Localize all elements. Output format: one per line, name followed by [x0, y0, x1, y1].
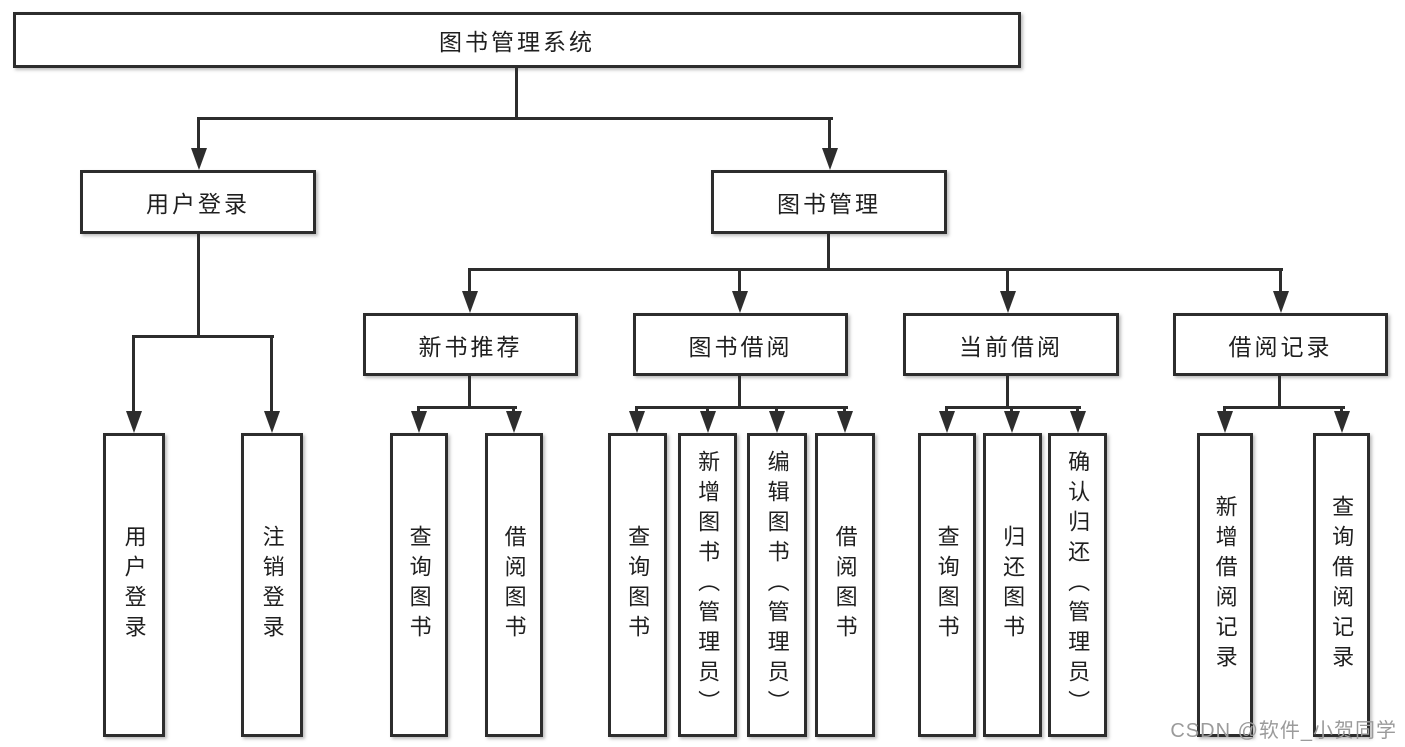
- node-add-book-admin-label: 新增图书（管理员）: [695, 450, 721, 720]
- arrowhead-down: [732, 291, 748, 313]
- node-add-borrow-record-label: 新增借阅记录: [1212, 495, 1238, 675]
- connector-stub-borrow-records: [1279, 268, 1282, 298]
- node-add-book-admin: 新增图书（管理员）: [678, 433, 737, 737]
- node-current-borrow-label: 当前借阅: [959, 333, 1063, 360]
- node-query-borrow-record: 查询借阅记录: [1313, 433, 1370, 737]
- node-root-label: 图书管理系统: [439, 29, 595, 55]
- node-user-login-label: 用户登录: [146, 191, 250, 217]
- connector-stub-book-management: [828, 117, 831, 158]
- node-user-login: 用户登录: [80, 170, 316, 234]
- node-borrow-query-books: 查询图书: [608, 433, 667, 737]
- node-borrow-borrow-books-label: 借阅图书: [832, 525, 858, 645]
- connector-user-login-rail: [132, 335, 274, 338]
- node-confirm-return-admin: 确认归还（管理员）: [1048, 433, 1107, 737]
- connector-borrow-records-rail: [1223, 406, 1345, 409]
- node-newbook-query-books-label: 查询图书: [406, 525, 432, 645]
- arrowhead-down: [126, 411, 142, 433]
- connector-borrow-records-trunk: [1278, 376, 1281, 409]
- connector-stub-login: [132, 335, 135, 415]
- arrowhead-down: [1004, 411, 1020, 433]
- arrowhead-down: [264, 411, 280, 433]
- connector-level3-rail: [468, 268, 1283, 271]
- node-newbook-borrow-books: 借阅图书: [485, 433, 543, 737]
- watermark: CSDN @软件_小贺同学: [1170, 720, 1397, 742]
- node-newbook-borrow-books-label: 借阅图书: [501, 525, 527, 645]
- node-current-query-books-label: 查询图书: [934, 525, 960, 645]
- node-root: 图书管理系统: [13, 12, 1021, 68]
- node-book-borrow: 图书借阅: [633, 313, 848, 376]
- node-add-borrow-record: 新增借阅记录: [1197, 433, 1253, 737]
- node-return-books: 归还图书: [983, 433, 1042, 737]
- node-login-label: 用户登录: [121, 525, 147, 645]
- arrowhead-down: [506, 411, 522, 433]
- node-new-book-recommend: 新书推荐: [363, 313, 578, 376]
- connector-stub-current-borrow: [1006, 268, 1009, 298]
- node-borrow-borrow-books: 借阅图书: [815, 433, 875, 737]
- arrowhead-down: [1000, 291, 1016, 313]
- connector-stub-book-borrow: [738, 268, 741, 298]
- arrowhead-down: [769, 411, 785, 433]
- node-new-book-recommend-label: 新书推荐: [418, 333, 523, 360]
- connector-current-borrow-rail: [945, 406, 1081, 409]
- arrowhead-down: [822, 148, 838, 170]
- connector-book-management-trunk: [827, 234, 830, 271]
- connector-level2-rail: [197, 117, 833, 120]
- node-borrow-records-label: 借阅记录: [1228, 333, 1333, 360]
- arrowhead-down: [191, 148, 207, 170]
- node-return-books-label: 归还图书: [1000, 525, 1026, 645]
- connector-new-book-trunk: [468, 376, 471, 409]
- arrowhead-down: [939, 411, 955, 433]
- node-confirm-return-admin-label: 确认归还（管理员）: [1065, 450, 1091, 720]
- arrowhead-down: [1070, 411, 1086, 433]
- connector-user-login-trunk: [197, 234, 200, 337]
- arrowhead-down: [1217, 411, 1233, 433]
- arrowhead-down: [700, 411, 716, 433]
- node-edit-book-admin-label: 编辑图书（管理员）: [764, 450, 790, 720]
- connector-stub-new-book: [468, 268, 471, 298]
- connector-stub-user-login: [197, 117, 200, 158]
- node-book-borrow-label: 图书借阅: [688, 333, 793, 360]
- connector-stub-logout: [270, 335, 273, 415]
- connector-book-borrow-rail: [635, 406, 848, 409]
- connector-current-borrow-trunk: [1006, 376, 1009, 409]
- node-current-query-books: 查询图书: [918, 433, 976, 737]
- arrowhead-down: [629, 411, 645, 433]
- node-book-management-label: 图书管理: [777, 191, 881, 217]
- node-edit-book-admin: 编辑图书（管理员）: [747, 433, 807, 737]
- node-newbook-query-books: 查询图书: [390, 433, 448, 737]
- node-logout: 注销登录: [241, 433, 303, 737]
- node-book-management: 图书管理: [711, 170, 947, 234]
- arrowhead-down: [462, 291, 478, 313]
- node-borrow-query-books-label: 查询图书: [625, 525, 651, 645]
- connector-new-book-rail: [417, 406, 517, 409]
- node-logout-label: 注销登录: [259, 525, 285, 645]
- node-login: 用户登录: [103, 433, 165, 737]
- node-query-borrow-record-label: 查询借阅记录: [1329, 495, 1355, 675]
- connector-book-borrow-trunk: [738, 376, 741, 409]
- arrowhead-down: [1273, 291, 1289, 313]
- arrowhead-down: [411, 411, 427, 433]
- arrowhead-down: [837, 411, 853, 433]
- connector-root-trunk: [515, 68, 518, 119]
- arrowhead-down: [1334, 411, 1350, 433]
- node-borrow-records: 借阅记录: [1173, 313, 1388, 376]
- node-current-borrow: 当前借阅: [903, 313, 1119, 376]
